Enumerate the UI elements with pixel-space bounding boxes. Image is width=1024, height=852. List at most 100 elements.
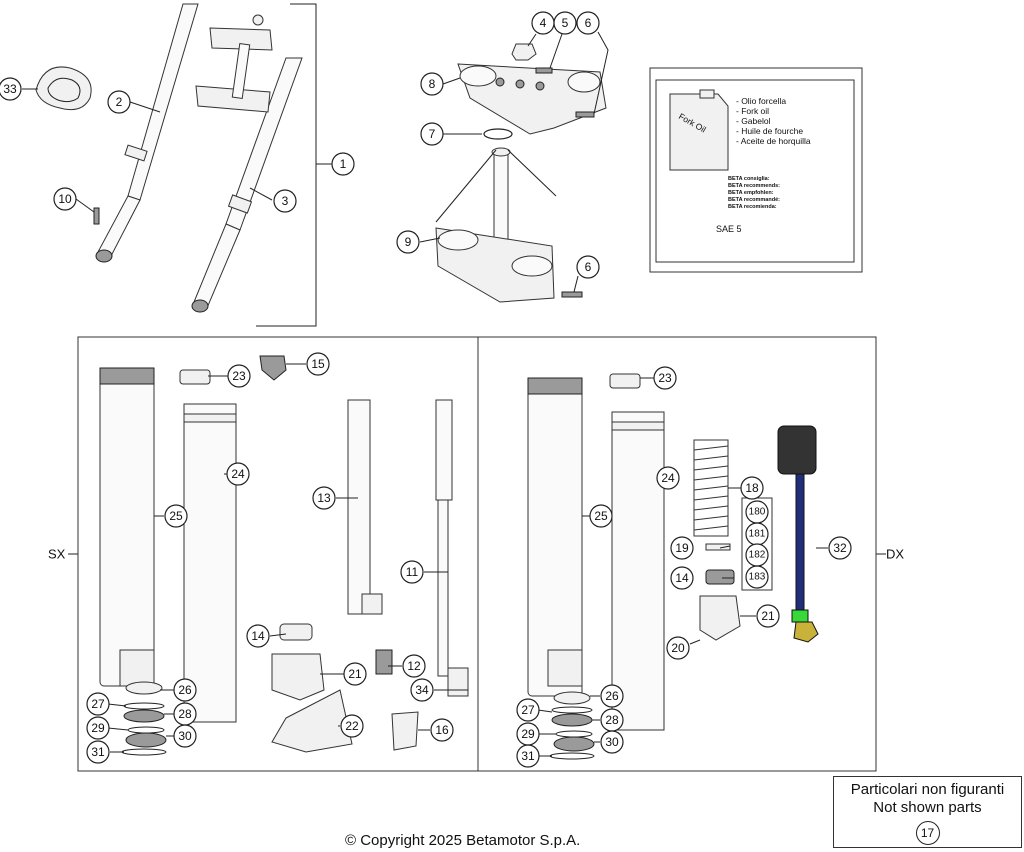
callout-29-left: 29 bbox=[86, 716, 110, 740]
oil-line-2: - Fork oil bbox=[736, 106, 769, 116]
callout-27-right: 27 bbox=[516, 698, 540, 722]
callout-10: 10 bbox=[53, 187, 77, 211]
callout-5: 5 bbox=[553, 11, 577, 35]
callout-34-label: 34 bbox=[415, 683, 429, 697]
callout-31-left-label: 31 bbox=[91, 745, 105, 759]
callout-2: 2 bbox=[107, 90, 131, 114]
callout-7: 7 bbox=[420, 122, 444, 146]
callout-28-right-label: 28 bbox=[605, 713, 619, 727]
callout-4: 4 bbox=[531, 11, 555, 35]
callout-181-label: 181 bbox=[749, 529, 766, 540]
callout-32: 32 bbox=[828, 536, 852, 560]
callout-12: 12 bbox=[402, 654, 426, 678]
callout-21-left: 21 bbox=[343, 662, 367, 686]
oil-grade: SAE 5 bbox=[716, 224, 742, 234]
callout-25-left: 25 bbox=[164, 504, 188, 528]
not-shown-italian: Particolari non figuranti bbox=[850, 781, 1005, 798]
callout-181: 181 bbox=[745, 522, 769, 546]
left-side-label: SX bbox=[48, 547, 66, 562]
callout-24-left: 24 bbox=[226, 462, 250, 486]
callout-30-right: 30 bbox=[600, 730, 624, 754]
callout-8-label: 8 bbox=[429, 77, 436, 91]
callout-30-left-label: 30 bbox=[178, 729, 192, 743]
callout-182-label: 182 bbox=[749, 550, 766, 561]
callout-1: 1 bbox=[331, 152, 355, 176]
callout-25-right-label: 25 bbox=[594, 509, 608, 523]
callout-32-label: 32 bbox=[833, 541, 847, 555]
recommend-line-4: BETA recommandé: bbox=[728, 197, 780, 203]
callout-23-left-label: 23 bbox=[232, 369, 246, 383]
callout-18-label: 18 bbox=[745, 481, 759, 495]
recommend-line-5: BETA recomienda: bbox=[728, 204, 777, 210]
fork-assembly-illustration bbox=[22, 3, 332, 327]
callout-13: 13 bbox=[312, 486, 336, 510]
callout-6-lower: 6 bbox=[576, 255, 600, 279]
callout-183-label: 183 bbox=[749, 572, 766, 583]
not-shown-english: Not shown parts bbox=[873, 799, 982, 816]
oil-can-icon: Fork Oil bbox=[669, 89, 729, 171]
callout-14-left: 14 bbox=[246, 624, 270, 648]
callout-2-label: 2 bbox=[116, 95, 123, 109]
callout-182: 182 bbox=[745, 543, 769, 567]
callout-7-label: 7 bbox=[429, 127, 436, 141]
callout-9-label: 9 bbox=[405, 235, 412, 249]
callout-14-left-label: 14 bbox=[251, 629, 265, 643]
recommend-line-2: BETA recommends: bbox=[728, 183, 780, 189]
callout-20: 20 bbox=[666, 636, 690, 660]
callout-27-left: 27 bbox=[86, 692, 110, 716]
callout-22-label: 22 bbox=[345, 719, 359, 733]
callout-34: 34 bbox=[410, 678, 434, 702]
callout-28-left-label: 28 bbox=[178, 707, 192, 721]
callout-27-left-label: 27 bbox=[91, 697, 105, 711]
callout-15-label: 15 bbox=[311, 357, 325, 371]
callout-4-label: 4 bbox=[540, 16, 547, 30]
callout-22: 22 bbox=[340, 714, 364, 738]
callout-12-label: 12 bbox=[407, 659, 421, 673]
callout-28-right: 28 bbox=[600, 708, 624, 732]
callout-183: 183 bbox=[745, 565, 769, 589]
callout-16: 16 bbox=[430, 718, 454, 742]
callout-11-label: 11 bbox=[406, 565, 419, 579]
callout-29-right: 29 bbox=[516, 722, 540, 746]
callout-180-label: 180 bbox=[749, 507, 766, 518]
oil-line-4: - Huile de fourche bbox=[736, 126, 803, 136]
oil-line-1: - Olio forcella bbox=[736, 96, 786, 106]
callout-3: 3 bbox=[273, 189, 297, 213]
right-side-label: DX bbox=[886, 547, 904, 562]
recommend-line-3: BETA empfohlen: bbox=[728, 190, 774, 196]
callout-14-right-label: 14 bbox=[675, 571, 689, 585]
callout-23-right: 23 bbox=[653, 366, 677, 390]
not-shown-part-callout: 17 bbox=[915, 821, 940, 845]
callout-6-upper-label: 6 bbox=[585, 16, 592, 30]
callout-11: 11 bbox=[400, 560, 424, 584]
callout-25-right: 25 bbox=[589, 504, 613, 528]
callout-15: 15 bbox=[306, 352, 330, 376]
callout-5-label: 5 bbox=[562, 16, 569, 30]
callout-6-lower-label: 6 bbox=[585, 260, 592, 274]
callout-29-left-label: 29 bbox=[91, 721, 105, 735]
callout-16-label: 16 bbox=[435, 723, 449, 737]
callout-31-left: 31 bbox=[86, 740, 110, 764]
callout-28-left: 28 bbox=[173, 702, 197, 726]
callout-24-right: 24 bbox=[656, 466, 680, 490]
callout-23-right-label: 23 bbox=[658, 371, 672, 385]
callout-19-label: 19 bbox=[675, 541, 689, 555]
callout-10-label: 10 bbox=[58, 192, 72, 206]
callout-20-label: 20 bbox=[671, 641, 685, 655]
callout-33: 33 bbox=[0, 77, 22, 101]
callout-14-right: 14 bbox=[670, 566, 694, 590]
callout-13-label: 13 bbox=[317, 491, 331, 505]
callout-23-left: 23 bbox=[227, 364, 251, 388]
callout-30-left: 30 bbox=[173, 724, 197, 748]
callout-31-right-label: 31 bbox=[521, 749, 535, 763]
callout-21-left-label: 21 bbox=[348, 667, 362, 681]
callout-26-left-label: 26 bbox=[178, 683, 192, 697]
callout-21-right: 21 bbox=[756, 604, 780, 628]
callout-19: 19 bbox=[670, 536, 694, 560]
callout-25-left-label: 25 bbox=[169, 509, 183, 523]
oil-line-5: - Aceite de horquilla bbox=[736, 136, 811, 146]
callout-3-label: 3 bbox=[282, 194, 289, 208]
callout-6-upper: 6 bbox=[576, 11, 600, 35]
callout-30-right-label: 30 bbox=[605, 735, 619, 749]
